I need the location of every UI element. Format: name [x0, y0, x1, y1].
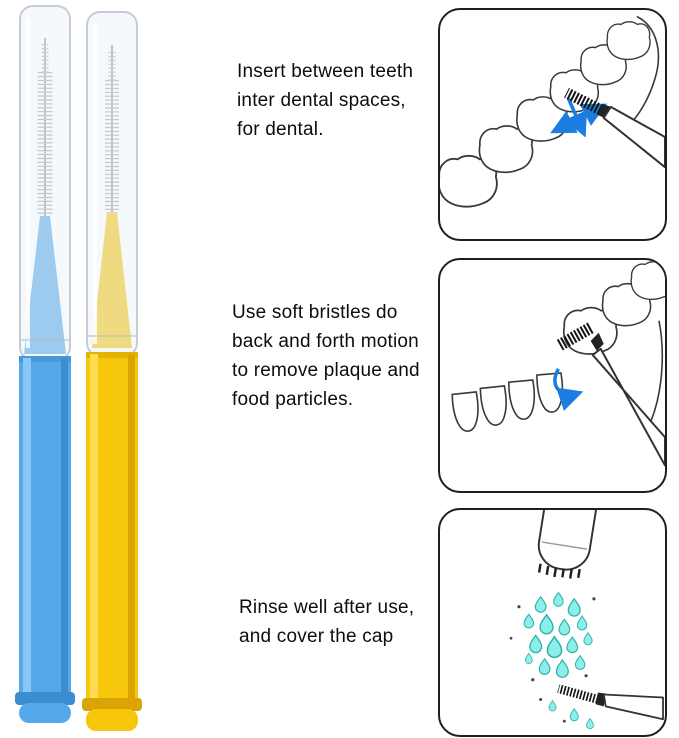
text-line: Use soft bristles do — [232, 302, 398, 323]
rinse-illustration — [509, 510, 664, 730]
cross-arrow-icon — [564, 98, 587, 138]
yellow-interdental-brush — [82, 11, 142, 731]
text-line: back and forth motion — [232, 331, 419, 352]
text-line: to remove plaque and — [232, 360, 420, 381]
teeth-row — [440, 15, 660, 208]
brush-handle — [591, 347, 665, 467]
jaw-outline — [630, 15, 660, 124]
step1-text: Insert between teeth inter dental spaces… — [237, 57, 413, 144]
back-and-forth-illustration — [451, 261, 665, 467]
brush-ferrule — [590, 332, 604, 351]
text-line: inter dental spaces, — [237, 90, 406, 111]
handle-bevel — [86, 352, 138, 358]
step1-illustration-panel — [438, 8, 667, 241]
water-specks — [509, 597, 596, 682]
text-line: food particles. — [232, 389, 354, 410]
insert-between-teeth-illustration — [440, 15, 665, 208]
curved-motion-arrow-icon — [553, 368, 584, 411]
handle-ring — [15, 692, 75, 705]
step3-text: Rinse well after use, and cover the cap — [239, 593, 414, 651]
head-bristle-stubble — [537, 563, 581, 579]
brush-head-body — [537, 510, 597, 571]
front-teeth-row — [451, 372, 566, 434]
brush-bristles — [555, 322, 594, 352]
text-line: and cover the cap — [239, 626, 394, 647]
tooth-icon — [606, 21, 651, 61]
tooth-icon — [479, 385, 510, 428]
text-line: Rinse well after use, — [239, 597, 415, 618]
brush-bristles — [564, 87, 604, 115]
text-line: for dental. — [237, 119, 324, 140]
jaw-outline — [650, 320, 664, 422]
tooth-icon — [507, 379, 538, 422]
head-seam — [541, 541, 587, 550]
handle-end-cap — [86, 709, 138, 731]
brush-handle — [602, 693, 664, 721]
tooth-icon — [630, 261, 665, 301]
handle-shade — [61, 358, 68, 694]
brush-head — [537, 510, 597, 579]
text-line: Insert between teeth — [237, 61, 414, 82]
step2-text: Use soft bristles do back and forth moti… — [232, 298, 420, 414]
handle-highlight — [23, 358, 31, 694]
handle-bevel — [19, 356, 71, 362]
brush-in-hand — [564, 87, 665, 169]
brush-ferrule — [597, 103, 611, 118]
tooth-icon — [451, 391, 482, 434]
handle-ring — [82, 698, 142, 711]
interdental-brushes — [15, 5, 142, 731]
step3-illustration-panel — [438, 508, 667, 737]
step2-illustration-panel — [438, 258, 667, 493]
water-droplets — [509, 591, 596, 682]
small-brush — [539, 684, 664, 730]
handle-end-cap — [19, 703, 71, 723]
brush-bristles — [557, 684, 600, 704]
brush-handle — [602, 105, 665, 169]
handle-shade — [128, 354, 135, 700]
brush-in-hand — [555, 322, 665, 467]
blue-interdental-brush — [15, 5, 75, 723]
handle-highlight — [90, 354, 98, 700]
target-teeth — [562, 261, 665, 422]
